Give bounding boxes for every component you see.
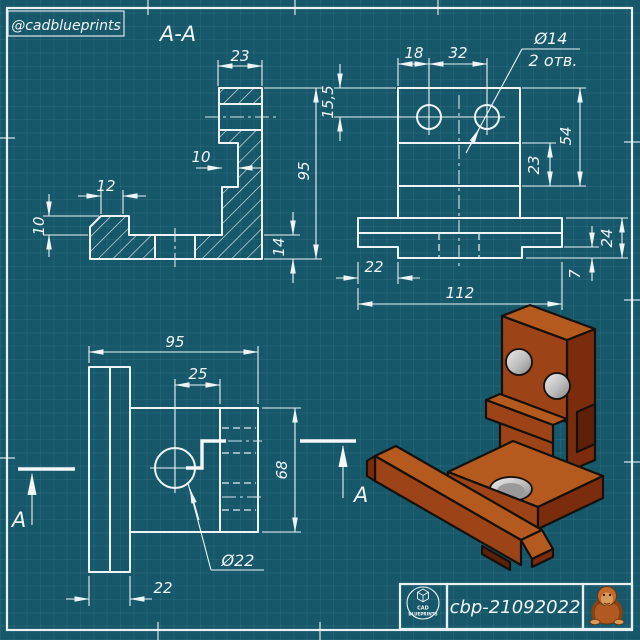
cube-icon [417,588,429,603]
dim-24: 24 [526,217,628,259]
callout-d14: Ø14 2 отв. [465,29,580,154]
svg-text:10: 10 [30,216,48,235]
svg-text:112: 112 [446,284,475,302]
plate-hole [505,348,533,376]
callout-d22: Ø22 [187,482,264,571]
dim-10-tab-height: 10 [30,194,99,257]
hole-diameter-label: Ø14 [534,29,568,48]
watermark-text: @cadblueprints [11,18,121,34]
dim-25: 25 [174,365,221,444]
svg-text:10: 10 [191,148,210,166]
mascot-cell [581,582,634,631]
plate-hole [543,372,571,400]
section-arrow-left: A [10,467,75,532]
section-outline [89,87,263,260]
svg-text:22: 22 [153,579,172,597]
dim-12-tab: 12 [78,177,146,214]
dim-22-flange: 22 [66,576,173,606]
svg-text:24: 24 [598,228,616,247]
hatch-region [219,88,262,104]
isometric-render [365,303,605,572]
svg-text:23: 23 [525,155,543,174]
dim-14-base: 14 [264,212,300,283]
svg-text:14: 14 [270,237,288,256]
hatch-region [90,216,155,259]
svg-text:12: 12 [96,177,115,195]
section-arrow-label: A [352,483,368,507]
dim-15-5: 15,5 [319,64,396,141]
dim-10-notch: 10 [191,148,262,171]
logo-text-top: CAD [417,606,429,612]
title-block: CAD BLUEPRINTS cbp-21092022 [398,582,634,631]
section-view: 23 95 14 12 10 10 [30,47,322,283]
section-jog-line [186,439,226,470]
svg-text:15,5: 15,5 [319,85,337,118]
front-view: 18 32 15,5 54 23 24 [319,29,628,310]
dim-68: 68 [262,407,301,533]
body-outline [129,407,259,533]
svg-text:7: 7 [566,269,584,279]
svg-text:18: 18 [404,44,423,62]
dim-22-front: 22 [336,258,420,284]
dim-7: 7 [564,226,599,281]
logo-circle [406,586,440,620]
dim-95-width: 95 [88,333,259,404]
svg-text:95: 95 [295,161,313,180]
drawing-code: cbp-21092022 [450,597,581,618]
rail-end-face [365,454,377,483]
hidden-slot-edges [222,427,262,511]
svg-text:32: 32 [448,44,467,62]
base-side-face [536,474,605,531]
svg-text:68: 68 [273,460,291,479]
plate-top-face [500,303,597,342]
dim-112: 112 [357,262,563,310]
rail-notch [480,544,512,572]
rib-front-face [484,398,555,445]
svg-text:23: 23 [230,47,249,65]
dim-18: 18 [397,44,430,86]
section-arrow-right: A [300,439,368,507]
notch-slot [575,402,597,454]
svg-text:54: 54 [557,126,575,145]
dim-32: 32 [428,44,488,67]
section-title: A-A [158,22,196,46]
dim-23-step: 23 [522,142,556,187]
rail-chamfer-front [530,547,555,569]
hole-qty-label: 2 отв. [529,51,578,70]
hatch-region [195,130,262,259]
watermark-box: @cadblueprints [7,10,125,37]
base-outline [357,217,563,259]
dim-95-height: 95 [264,87,322,260]
orangutan-mascot-icon [589,586,625,626]
svg-text:25: 25 [188,365,207,383]
hole-diameter-label: Ø22 [221,551,255,570]
watermark-border [7,10,125,37]
dim-23-top: 23 [217,47,263,86]
section-arrow-label: A [10,508,26,532]
logo-text-bottom: BLUEPRINTS [408,612,437,617]
top-view: 95 25 68 22 Ø22 A [10,333,368,606]
dim-54: 54 [522,87,586,187]
svg-text:95: 95 [165,333,184,351]
cad-blueprints-logo: CAD BLUEPRINTS [406,586,440,620]
svg-text:22: 22 [364,258,383,276]
